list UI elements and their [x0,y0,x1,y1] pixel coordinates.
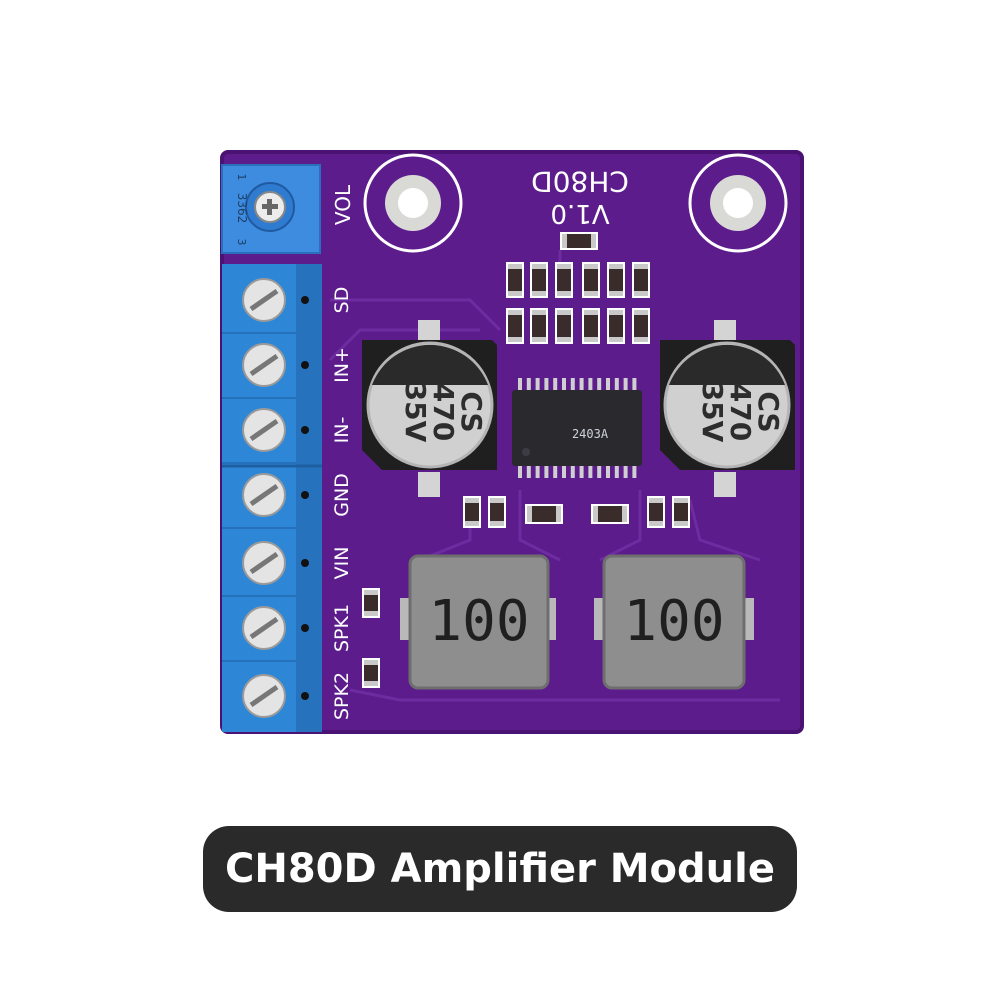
smd-resistor [506,262,524,298]
board-version-label: V1.0 [550,198,609,228]
capacitor-right-brand: CS [752,391,785,432]
terminal-label: VIN [331,547,353,580]
smd-resistor [555,262,573,298]
mounting-hole-right [688,153,788,253]
terminal-screw-icon [242,541,309,585]
smd-resistor [647,496,665,528]
inductor-left-value: 100 [428,589,529,654]
board-name-label: CH80D [531,165,629,198]
inductor-left: 100 [400,554,556,690]
caption-pill: CH80D Amplifier Module [203,826,797,912]
smd-resistor [488,496,506,528]
smd-resistor [672,496,690,528]
pot-pin-top: 1 [235,174,248,181]
capacitor-right-value: 470 [724,383,757,441]
smd-components [362,232,690,688]
terminal-screw-icon [242,408,309,452]
terminal-label: GND [331,473,353,517]
pot-pin-bottom: 3 [235,239,248,246]
pot-model-text: 3362 [235,193,249,224]
smd-resistor [591,504,629,524]
terminal-label: SD [331,287,353,314]
amplifier-chip: 2403A [512,378,642,478]
terminal-screw-icon [242,278,309,322]
smd-resistor [463,496,481,528]
capacitor-left: CS 470 35V [362,320,497,497]
capacitor-left-value: 470 [427,383,460,441]
mounting-hole-left [363,153,463,253]
smd-resistor [632,262,650,298]
smd-resistor [555,308,573,344]
terminal-screw-icon [242,606,309,650]
smd-resistor [607,262,625,298]
smd-resistor [607,308,625,344]
smd-resistor [530,262,548,298]
terminal-screw-icon [242,674,309,718]
inductor-right: 100 [594,554,754,690]
terminal-screw-icon [242,473,309,517]
terminal-screw-icon [242,343,309,387]
terminal-label: IN- [331,417,353,444]
inductor-right-value: 100 [623,589,724,654]
capacitor-left-voltage: 35V [399,382,432,443]
smd-resistor [632,308,650,344]
capacitor-right-voltage: 35V [696,382,729,443]
capacitor-right: CS 470 35V [660,320,795,497]
terminal-label: SPK2 [331,672,353,720]
capacitor-left-brand: CS [455,391,488,432]
smd-resistor [506,308,524,344]
smd-resistor [362,658,380,688]
screw-terminal-block [222,264,322,732]
chip-marking: 2403A [572,427,609,441]
terminal-label: IN+ [331,347,353,383]
smd-resistor [582,308,600,344]
smd-resistor [525,504,563,524]
pcb-traces [328,250,780,702]
caption-text: CH80D Amplifier Module [225,846,775,892]
smd-resistor [362,588,380,618]
vol-label: VOL [331,184,355,225]
amplifier-board-photo: V1.0 CH80D VOL 3362 1 3 SD IN+ IN- GND VIN SP… [220,150,804,734]
terminal-label: SPK1 [331,604,353,652]
smd-resistor [582,262,600,298]
smd-resistor [560,232,598,250]
smd-resistor [530,308,548,344]
volume-potentiometer: 3362 1 3 [221,164,321,254]
